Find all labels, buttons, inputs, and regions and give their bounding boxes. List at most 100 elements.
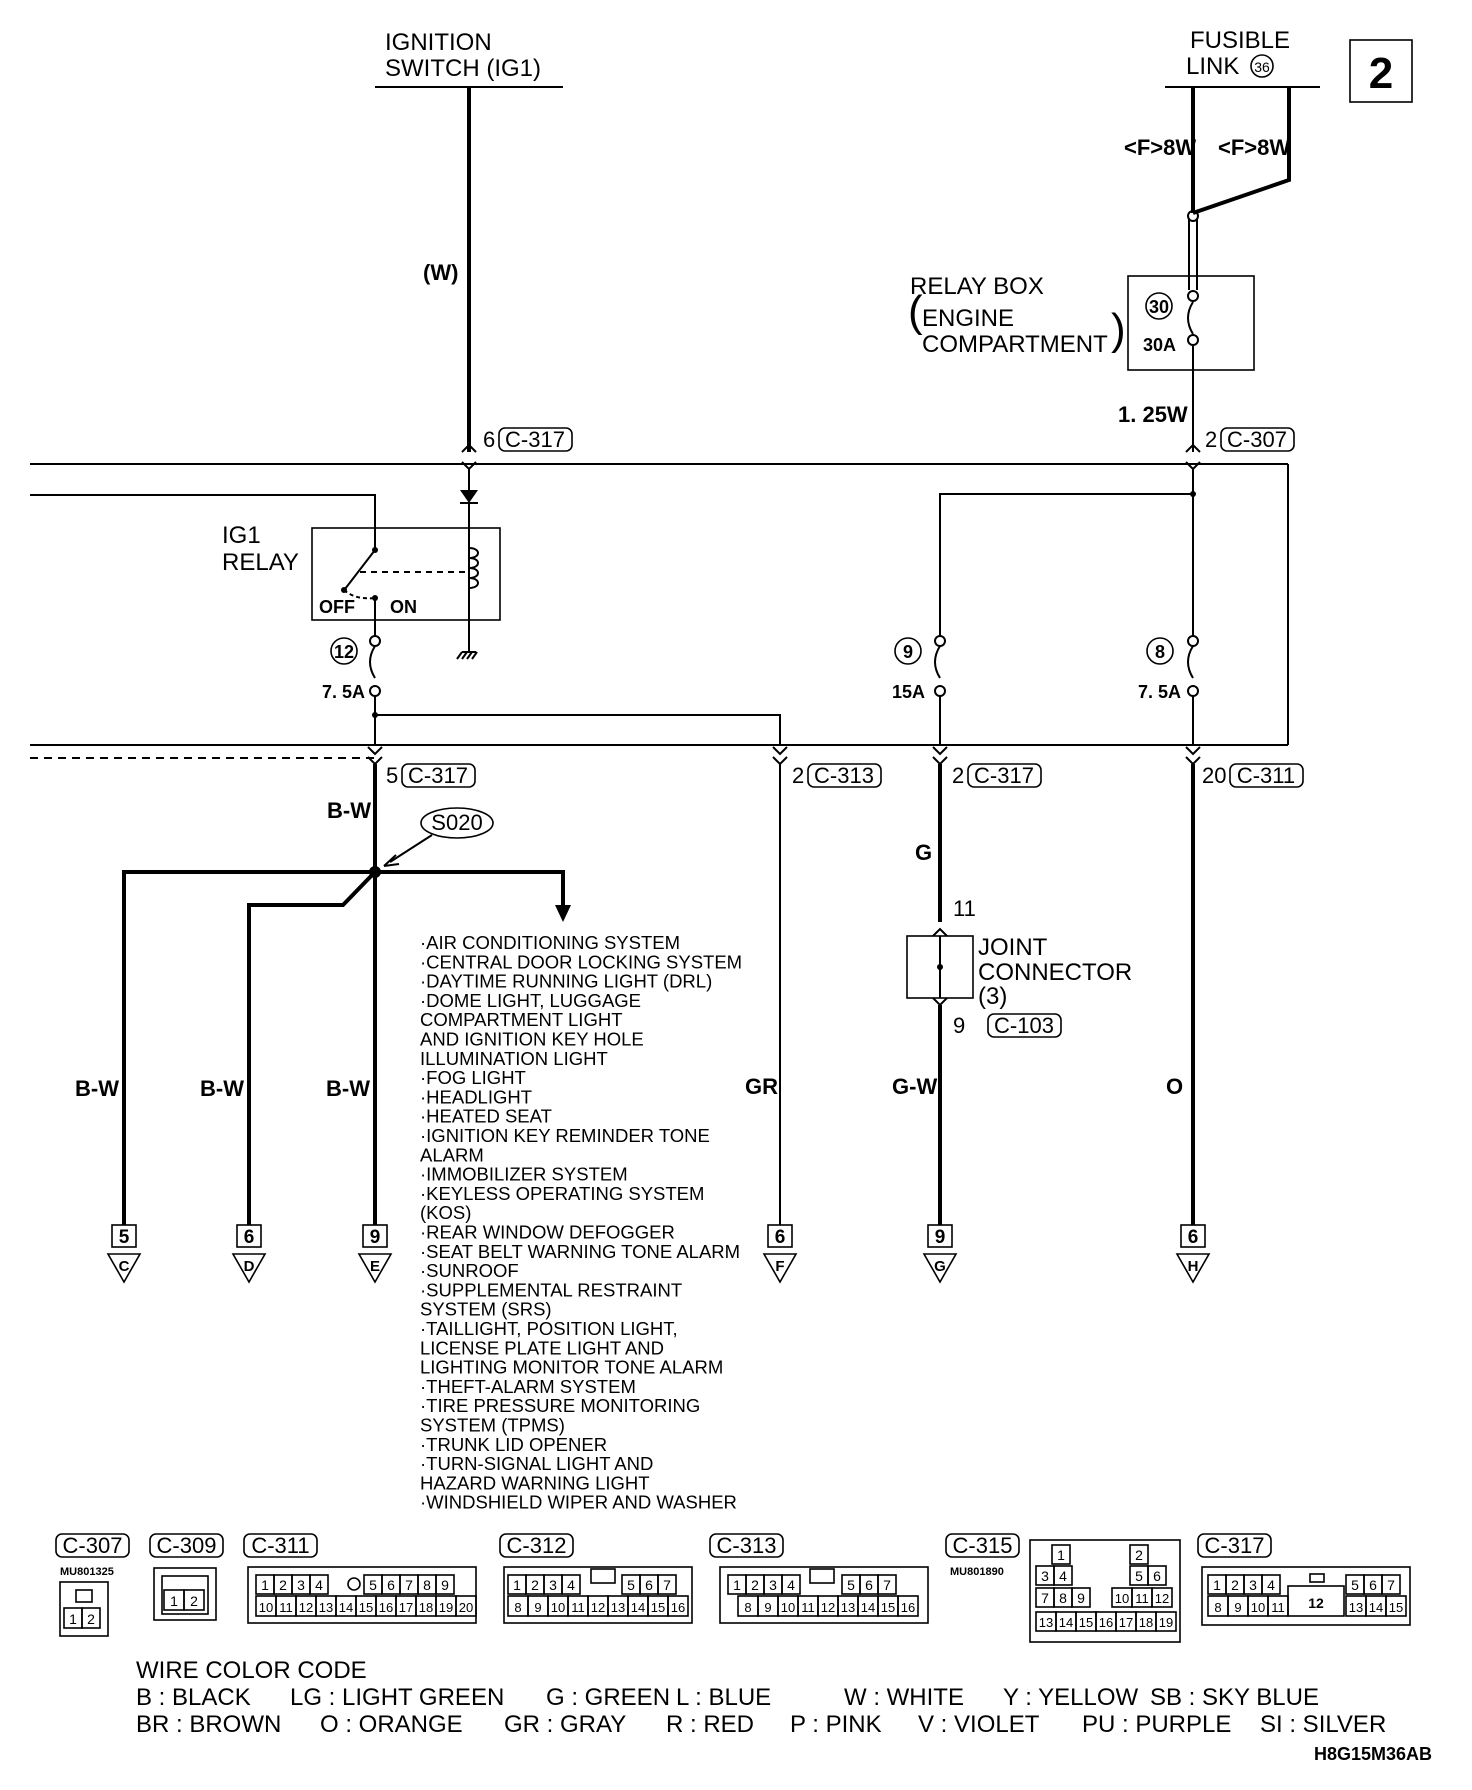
- legend-connector-key: [347, 1577, 361, 1591]
- conn-top-left-pin: 6: [483, 427, 495, 452]
- wire-color-code-item: O : ORANGE: [320, 1711, 463, 1738]
- splice-pointer: [389, 834, 433, 863]
- fuse9-number: 9: [903, 642, 913, 662]
- legend-pin-number: 3: [1041, 1568, 1049, 1584]
- output-terminal-number: 9: [370, 1227, 381, 1248]
- fuse8-rating: 7. 5A: [1138, 682, 1181, 702]
- fusible-wire-left-label: <F>8W: [1124, 135, 1196, 160]
- output-terminal-number: 6: [244, 1227, 255, 1248]
- legend-pin-number: 1: [69, 1611, 77, 1627]
- legend-pin-number: 18: [1139, 1615, 1153, 1630]
- legend-part-number: MU801325: [60, 1566, 114, 1578]
- branch-fuse9: [939, 493, 1193, 636]
- page-number: 2: [1369, 49, 1393, 98]
- mid-conn-4-pin: 20: [1202, 763, 1226, 788]
- legend-pin-number: 11: [801, 1600, 815, 1615]
- legend-pin-number: 5: [627, 1577, 635, 1593]
- output-terminal-box: [362, 1224, 388, 1248]
- legend-connector-badge: [1197, 1533, 1272, 1558]
- fuse12-number-circle: [330, 637, 358, 665]
- legend-pin-number: 10: [1251, 1600, 1265, 1615]
- legend-connector-shape: [59, 1581, 109, 1637]
- legend-pin-number: 1: [513, 1577, 521, 1593]
- fusible-wire-right-label: <F>8W: [1218, 135, 1290, 160]
- legend-pin-number: 4: [1059, 1568, 1067, 1584]
- legend-pin-number: 1: [1213, 1577, 1221, 1593]
- conn-top-left-id: C-317: [505, 427, 565, 452]
- legend-pin-cell: [183, 1589, 205, 1611]
- output-terminal-letter: F: [775, 1258, 784, 1275]
- legend-connector-latch: [809, 1568, 835, 1584]
- wire-color-code-item: SI : SILVER: [1260, 1711, 1386, 1738]
- legend-pin-number: 12: [821, 1600, 835, 1615]
- doc-code: H8G15M36AB: [1314, 1744, 1432, 1764]
- system-list-item: ·SUPPLEMENTAL RESTRAINT: [420, 1279, 682, 1300]
- fusible-link-number-circle: [1250, 54, 1274, 78]
- legend-part-number: MU801890: [950, 1566, 1004, 1578]
- output-terminal-box: [111, 1224, 137, 1248]
- system-list-item: ·DAYTIME RUNNING LIGHT (DRL): [420, 971, 712, 992]
- wire-systems: [375, 870, 565, 905]
- output-terminal-box: [767, 1224, 793, 1248]
- legend-pin-number: 8: [423, 1577, 431, 1593]
- wire-w-label: (W): [423, 260, 458, 285]
- legend-pin-number: 5: [1135, 1568, 1143, 1584]
- legend-pin-number: 15: [881, 1600, 895, 1615]
- legend-connector-latch: [590, 1568, 616, 1584]
- legend-pin-number: 13: [1039, 1615, 1053, 1630]
- output-terminal-box: [236, 1224, 262, 1248]
- relay-link-arc: [343, 589, 376, 600]
- fuse9-top: [934, 635, 946, 647]
- legend-pin-cell: [1147, 1565, 1167, 1586]
- legend-connector-shape: [247, 1566, 477, 1624]
- legend-pin-number: 8: [1059, 1590, 1067, 1606]
- legend-pin-number: 10: [551, 1600, 565, 1615]
- ig1-relay-label-1: IG1: [222, 522, 261, 549]
- conn-chevron: [932, 997, 948, 1007]
- wire-bw3-label: B-W: [326, 1076, 370, 1101]
- fuse8-number-circle: [1146, 637, 1174, 665]
- fuse8-bottom: [1187, 685, 1199, 697]
- legend-pin-cell: [897, 1595, 919, 1617]
- system-list-item: ·TURN-SIGNAL LIGHT AND: [420, 1453, 653, 1474]
- legend-pin-number: 16: [901, 1600, 915, 1615]
- legend-pin-number: 1: [1057, 1547, 1065, 1563]
- ig1-relay-frame: [311, 527, 501, 621]
- joint-conn-badge: [987, 1013, 1062, 1038]
- conn-top-right-id: C-307: [1227, 427, 1287, 452]
- legend-pin-number: 15: [651, 1600, 665, 1615]
- legend-pin-cell: [309, 1574, 329, 1595]
- legend-connector-latch: [1309, 1573, 1325, 1583]
- page-number-box: [1349, 39, 1413, 103]
- relay-box-label-2: ENGINE: [922, 305, 1014, 332]
- wire-o-label: O: [1166, 1074, 1183, 1099]
- joint-label-1: JOINT: [978, 934, 1048, 961]
- legend-pin-number: 12: [299, 1600, 313, 1615]
- legend-pin-cell: [1151, 1587, 1173, 1608]
- legend-pin-number: 6: [865, 1577, 873, 1593]
- legend-pin-number: 3: [549, 1577, 557, 1593]
- legend-pin-number: 15: [1079, 1615, 1093, 1630]
- system-list-item: HAZARD WARNING LIGHT: [420, 1472, 650, 1493]
- legend-pin-number: 2: [531, 1577, 539, 1593]
- mid-conn-2-pin: 2: [792, 763, 804, 788]
- legend-connector-id: C-309: [157, 1533, 217, 1558]
- system-list-item: ·FOG LIGHT: [420, 1067, 526, 1088]
- output-terminal-box: [1180, 1224, 1206, 1248]
- legend-pin-number: 13: [841, 1600, 855, 1615]
- legend-connector-badge: [243, 1533, 318, 1558]
- wire-color-code-item: L : BLUE: [676, 1684, 771, 1711]
- legend-pin-number: 5: [369, 1577, 377, 1593]
- legend-pin-number: 6: [1369, 1577, 1377, 1593]
- conn-top-right-badge: [1220, 427, 1295, 452]
- conn-chevron: [1185, 746, 1201, 766]
- mid-conn-3-badge: [967, 763, 1042, 788]
- legend-pin-number: 16: [379, 1600, 393, 1615]
- legend-pin-number: 13: [319, 1600, 333, 1615]
- legend-pin-number: 9: [441, 1577, 449, 1593]
- legend-pin-number: 13: [1349, 1600, 1363, 1615]
- wire-125w-label: 1. 25W: [1118, 402, 1188, 427]
- legend-pin-number: 2: [87, 1611, 95, 1627]
- legend-pin-number: 11: [279, 1600, 293, 1615]
- legend-pin-cell: [435, 1574, 455, 1595]
